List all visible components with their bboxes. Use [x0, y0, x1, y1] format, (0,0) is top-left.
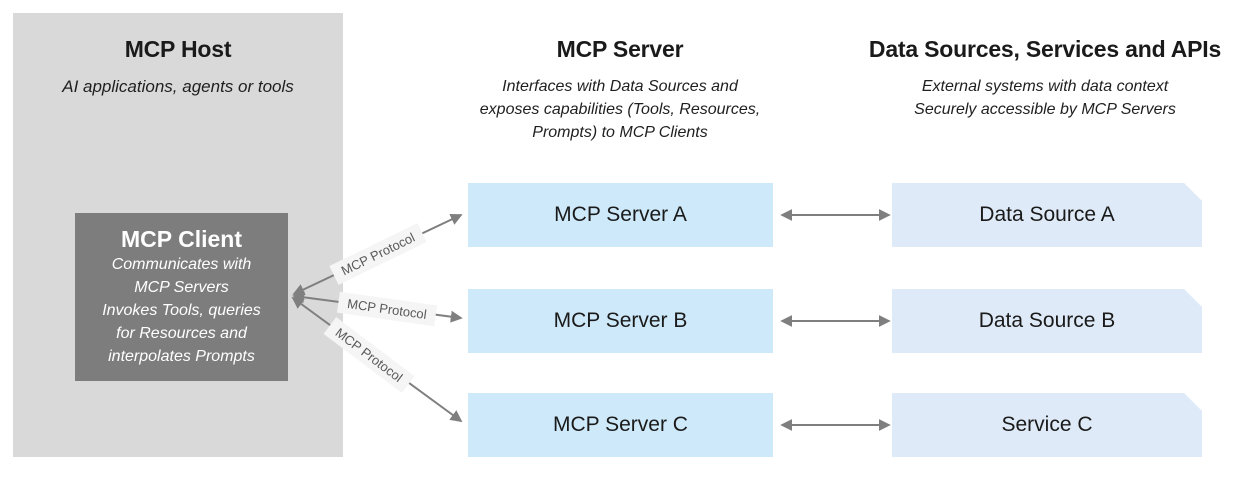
mcp-client-body-line: for Resources and [116, 325, 247, 342]
mcp-client-body-line: Invokes Tools, queries [102, 302, 261, 319]
server-column-header: MCP Server Interfaces with Data Sources … [440, 36, 800, 144]
mcp-protocol-label: MCP Protocol [337, 291, 437, 327]
host-column-header: MCP Host AI applications, agents or tool… [13, 36, 343, 98]
data-subtitle-line: Securely accessible by MCP Servers [914, 101, 1176, 118]
data-source-b-box: Data Source B [892, 289, 1202, 353]
server-column-subtitle: Interfaces with Data Sources and exposes… [440, 75, 800, 144]
data-column-header: Data Sources, Services and APIs External… [852, 36, 1235, 121]
mcp-server-c-label: MCP Server C [553, 413, 688, 436]
mcp-client-body-line: Communicates with [111, 256, 252, 273]
mcp-client-body-line: interpolates Prompts [108, 348, 255, 365]
mcp-protocol-label: MCP Protocol [329, 223, 427, 285]
data-source-b-label: Data Source B [978, 309, 1116, 332]
host-title: MCP Host [124, 36, 232, 62]
data-subtitle-line: External systems with data context [921, 78, 1169, 95]
server-subtitle-line: Prompts) to MCP Clients [532, 124, 708, 141]
service-c-box: Service C [892, 393, 1202, 457]
server-column-title: MCP Server [556, 36, 684, 62]
mcp-client-body-line: MCP Servers [134, 279, 229, 296]
server-subtitle-line: Interfaces with Data Sources and [502, 78, 738, 95]
mcp-server-c-box: MCP Server C [468, 393, 773, 457]
mcp-server-b-box: MCP Server B [468, 289, 773, 353]
mcp-server-a-box: MCP Server A [468, 183, 773, 247]
data-source-a-label: Data Source A [979, 203, 1115, 226]
snipped-corner [1184, 183, 1202, 201]
mcp-server-a-label: MCP Server A [554, 203, 687, 226]
service-c-label: Service C [1001, 413, 1093, 436]
snipped-corner [1184, 393, 1202, 411]
mcp-client-box: MCP Client Communicates with MCP Servers… [75, 213, 288, 381]
host-subtitle: AI applications, agents or tools [62, 77, 294, 96]
mcp-server-b-label: MCP Server B [553, 309, 688, 332]
data-source-a-box: Data Source A [892, 183, 1202, 247]
mcp-client-title: MCP Client [121, 226, 242, 252]
server-subtitle-line: exposes capabilities (Tools, Resources, [479, 101, 761, 118]
snipped-corner [1184, 289, 1202, 307]
data-column-title: Data Sources, Services and APIs [868, 36, 1222, 62]
data-column-subtitle: External systems with data context Secur… [852, 75, 1235, 121]
